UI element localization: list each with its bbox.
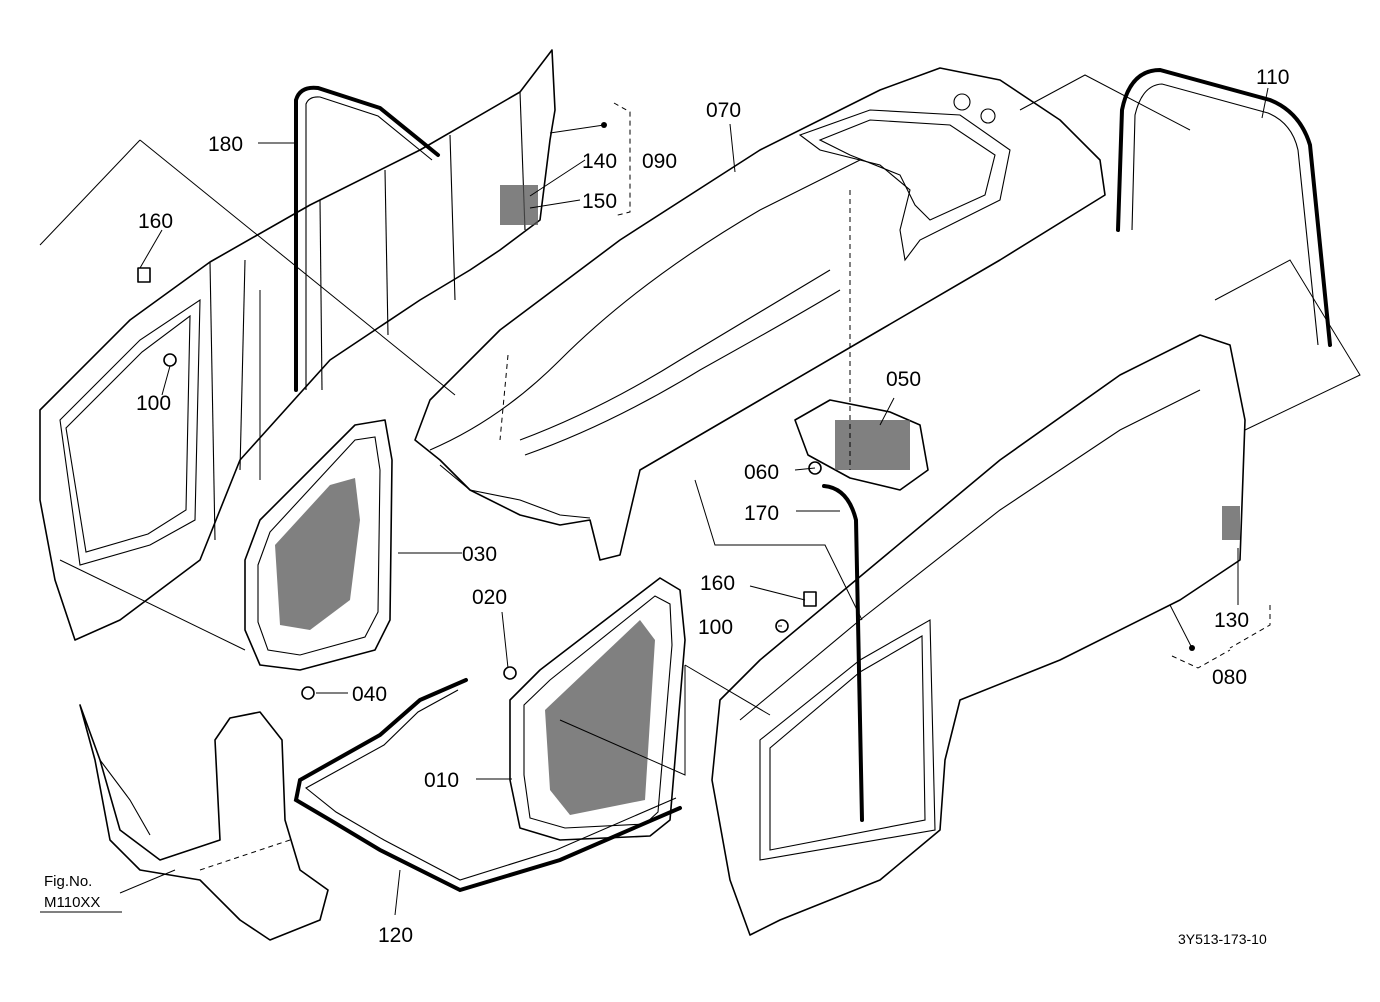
callout-090: 090: [642, 150, 677, 173]
callout-120: 120: [378, 924, 413, 947]
label-130: [1222, 506, 1240, 540]
callout-160-left: 160: [138, 210, 173, 233]
window-glass-010: [509, 577, 686, 841]
bolt-020: [503, 666, 517, 680]
lower-seal-120: [293, 678, 682, 893]
callout-110: 110: [1256, 66, 1289, 89]
callout-010: 010: [424, 769, 459, 792]
callout-leaders: [119, 87, 1271, 916]
hood-panel-070: [414, 67, 1106, 561]
bolt-100-left: [163, 353, 177, 367]
callout-130: 130: [1214, 609, 1249, 632]
callout-100-right: 100: [698, 616, 733, 639]
right-side-panel-080: [711, 334, 1246, 936]
callout-040: 040: [352, 683, 387, 706]
bolt-040: [301, 686, 315, 700]
callout-170: 170: [744, 502, 779, 525]
roof-seal-110: [1116, 67, 1332, 347]
window-glass-030: [244, 419, 393, 671]
lower-bracket: [79, 704, 329, 941]
callout-100-left: 100: [136, 392, 171, 415]
figure-ref-label: Fig.No.: [44, 873, 92, 890]
callout-150: 150: [582, 190, 617, 213]
callout-160-right: 160: [700, 572, 735, 595]
meter-panel-050: [794, 399, 929, 491]
document-id: 3Y513-173-10: [1178, 931, 1267, 947]
strip-seal-170: [822, 484, 864, 822]
callout-020: 020: [472, 586, 507, 609]
clip-160-left: [137, 267, 151, 283]
reference-lines: [39, 74, 1361, 871]
callout-080: 080: [1212, 666, 1247, 689]
window-frame-seal-180: [294, 85, 440, 392]
callout-labels: 180 160 100 140 150 090 070 110 050 060 …: [136, 66, 1289, 947]
callout-070: 070: [706, 99, 741, 122]
figure-ref-code: M110XX: [44, 894, 100, 911]
clip-160-right: [803, 591, 817, 607]
callout-050: 050: [886, 368, 921, 391]
label-plate-150: [500, 185, 538, 225]
callout-140: 140: [582, 150, 617, 173]
callout-180: 180: [208, 133, 243, 156]
callout-030: 030: [462, 543, 497, 566]
callout-060: 060: [744, 461, 779, 484]
